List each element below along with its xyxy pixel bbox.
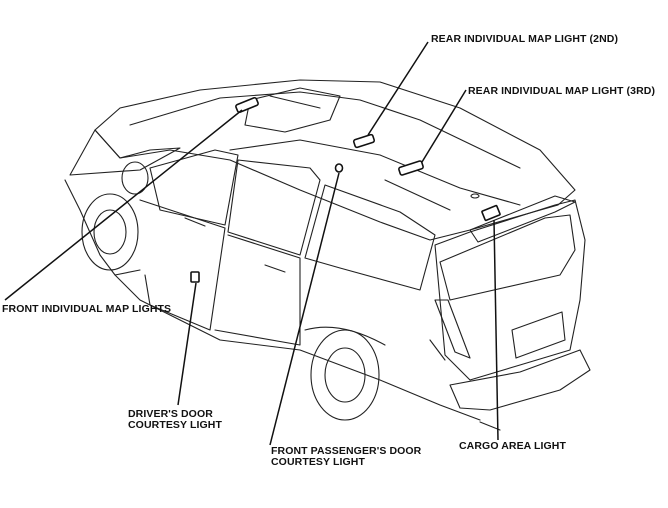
label-front-passenger-line2: COURTESY LIGHT [271, 456, 365, 468]
body-lower [114, 274, 481, 421]
side-mirror [121, 161, 149, 195]
front-door [139, 199, 226, 331]
rear-2nd-leader [367, 41, 429, 136]
front-wheel [81, 193, 139, 271]
label-rear-map-light-3rd: REAR INDIVIDUAL MAP LIGHT (3RD) [468, 85, 656, 97]
label-rear-map-light-2nd: REAR INDIVIDUAL MAP LIGHT (2ND) [431, 33, 619, 45]
quarter-window [304, 184, 436, 291]
label-front-passenger-line1: FRONT PASSENGER'S DOOR [271, 445, 422, 457]
label-driver-door-line1: DRIVER'S DOOR [128, 408, 213, 420]
sunroof [244, 87, 341, 133]
hood [69, 129, 181, 176]
rear-map-light-3rd-marker [398, 160, 424, 176]
front-map-leader [4, 109, 243, 301]
front-end [64, 179, 141, 276]
driver-door-courtesy-marker [190, 271, 200, 283]
spoiler [469, 195, 576, 243]
license-plate [511, 311, 566, 359]
cargo-area-light-marker [481, 204, 501, 222]
tailgate [434, 199, 586, 381]
front-map-light-marker [235, 96, 259, 114]
label-cargo-area-light: CARGO AREA LIGHT [459, 440, 566, 452]
rear-map-light-2nd-marker [352, 133, 376, 149]
front-passenger-leader [269, 172, 340, 446]
label-front-map-lights: FRONT INDIVIDUAL MAP LIGHTS [2, 303, 172, 315]
front-side-window [149, 149, 239, 226]
rear-glass [439, 214, 576, 301]
tail-light [434, 299, 471, 359]
rear-bumper [449, 349, 591, 411]
cargo-leader [493, 219, 499, 441]
roof-outline [94, 79, 576, 241]
label-driver-door-line2: COURTESY LIGHT [128, 419, 222, 431]
rear-3rd-leader [421, 89, 467, 163]
rear-wheel [310, 329, 380, 421]
driver-door-leader [177, 282, 197, 406]
front-passenger-courtesy-marker [334, 163, 344, 173]
rear-side-window [227, 159, 321, 256]
roof-rail-left [129, 91, 521, 169]
roof-rail-right [229, 139, 521, 206]
rear-door [214, 234, 301, 346]
